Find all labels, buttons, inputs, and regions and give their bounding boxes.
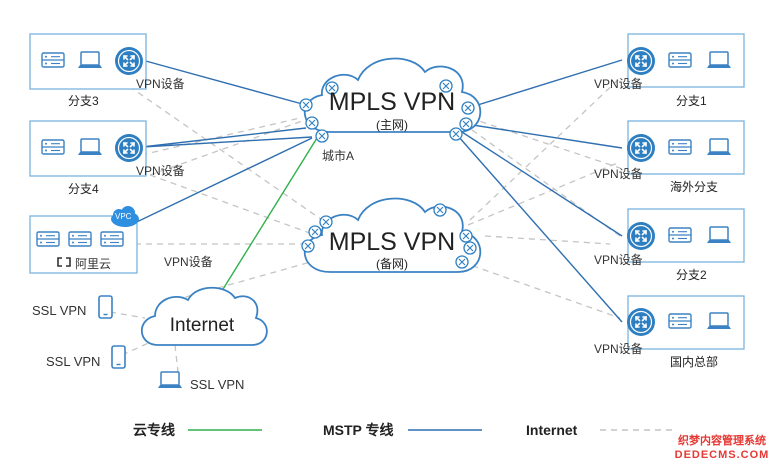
ssl-laptop-icon [157,371,183,389]
branch3-device-label: VPN设备 [136,77,185,91]
city-a-label: 城市A [322,149,355,163]
aliyun-name: 阿里云 [75,257,112,271]
vpc-badge: VPC [115,212,132,221]
branch4-device-label: VPN设备 [136,164,185,178]
aliyun-server-icon-1 [36,231,60,247]
watermark-line1: 织梦内容管理系统 [678,435,766,447]
mpls-main-subtitle: (主网) [376,118,408,132]
aliyun-server-icon-3 [100,231,124,247]
hq-laptop-icon [706,312,732,330]
branch2-laptop-icon [706,226,732,244]
mpls-main-cloud-icon [304,57,482,133]
branch1-server-icon [668,52,692,68]
branch1-name: 分支1 [676,94,707,108]
branch2-device-label: VPN设备 [594,253,643,267]
branch3-router-icon [114,46,144,76]
overseas-laptop-icon [706,138,732,156]
hq-router-icon [626,307,656,337]
ssl-label-2: SSL VPN [46,354,101,369]
mstp-links [119,59,623,323]
branch4-server-icon [41,139,65,155]
branch4-laptop-icon [77,138,103,156]
ssl-label-1: SSL VPN [32,303,87,318]
cloud-dedicated-link [214,137,318,303]
mpls-main-title: MPLS VPN [328,88,456,116]
hq-device-label: VPN设备 [594,342,643,356]
legend-cloud-line-label: 云专线 [133,422,175,438]
mpls-backup-subtitle: (备网) [376,257,408,271]
legend-mstp-line-label: MSTP 专线 [323,422,394,438]
branch2-router-icon [626,221,656,251]
branch1-device-label: VPN设备 [594,77,643,91]
overseas-device-label: VPN设备 [594,167,643,181]
branch1-laptop-icon [706,51,732,69]
aliyun-device-label: VPN设备 [164,255,213,269]
watermark-box [670,432,776,465]
ssl-phone-icon-1 [98,295,113,319]
branch2-server-icon [668,227,692,243]
vpc-cloud-icon [111,206,139,227]
overseas-server-icon [668,139,692,155]
overseas-router-icon [626,133,656,163]
overseas-name: 海外分支 [670,180,719,194]
branch3-name: 分支3 [68,94,99,108]
mpls-backup-title: MPLS VPN [328,228,456,256]
branch1-router-icon [626,46,656,76]
ssl-label-3: SSL VPN [190,377,245,392]
watermark-line2: DEDECMS.COM [674,449,770,461]
hq-name: 国内总部 [670,355,719,369]
internet-cloud-icon [140,286,268,346]
branch2-name: 分支2 [676,268,707,282]
branch3-server-icon [41,52,65,68]
branch4-router-icon [114,133,144,163]
aliyun-server-icon-2 [68,231,92,247]
internet-title: Internet [169,315,235,336]
legend-internet-line-label: Internet [526,422,578,438]
aliyun-logo-icon [57,257,71,267]
branch4-name: 分支4 [68,182,99,196]
ssl-phone-icon-2 [111,345,126,369]
branch3-laptop-icon [77,51,103,69]
hq-server-icon [668,313,692,329]
